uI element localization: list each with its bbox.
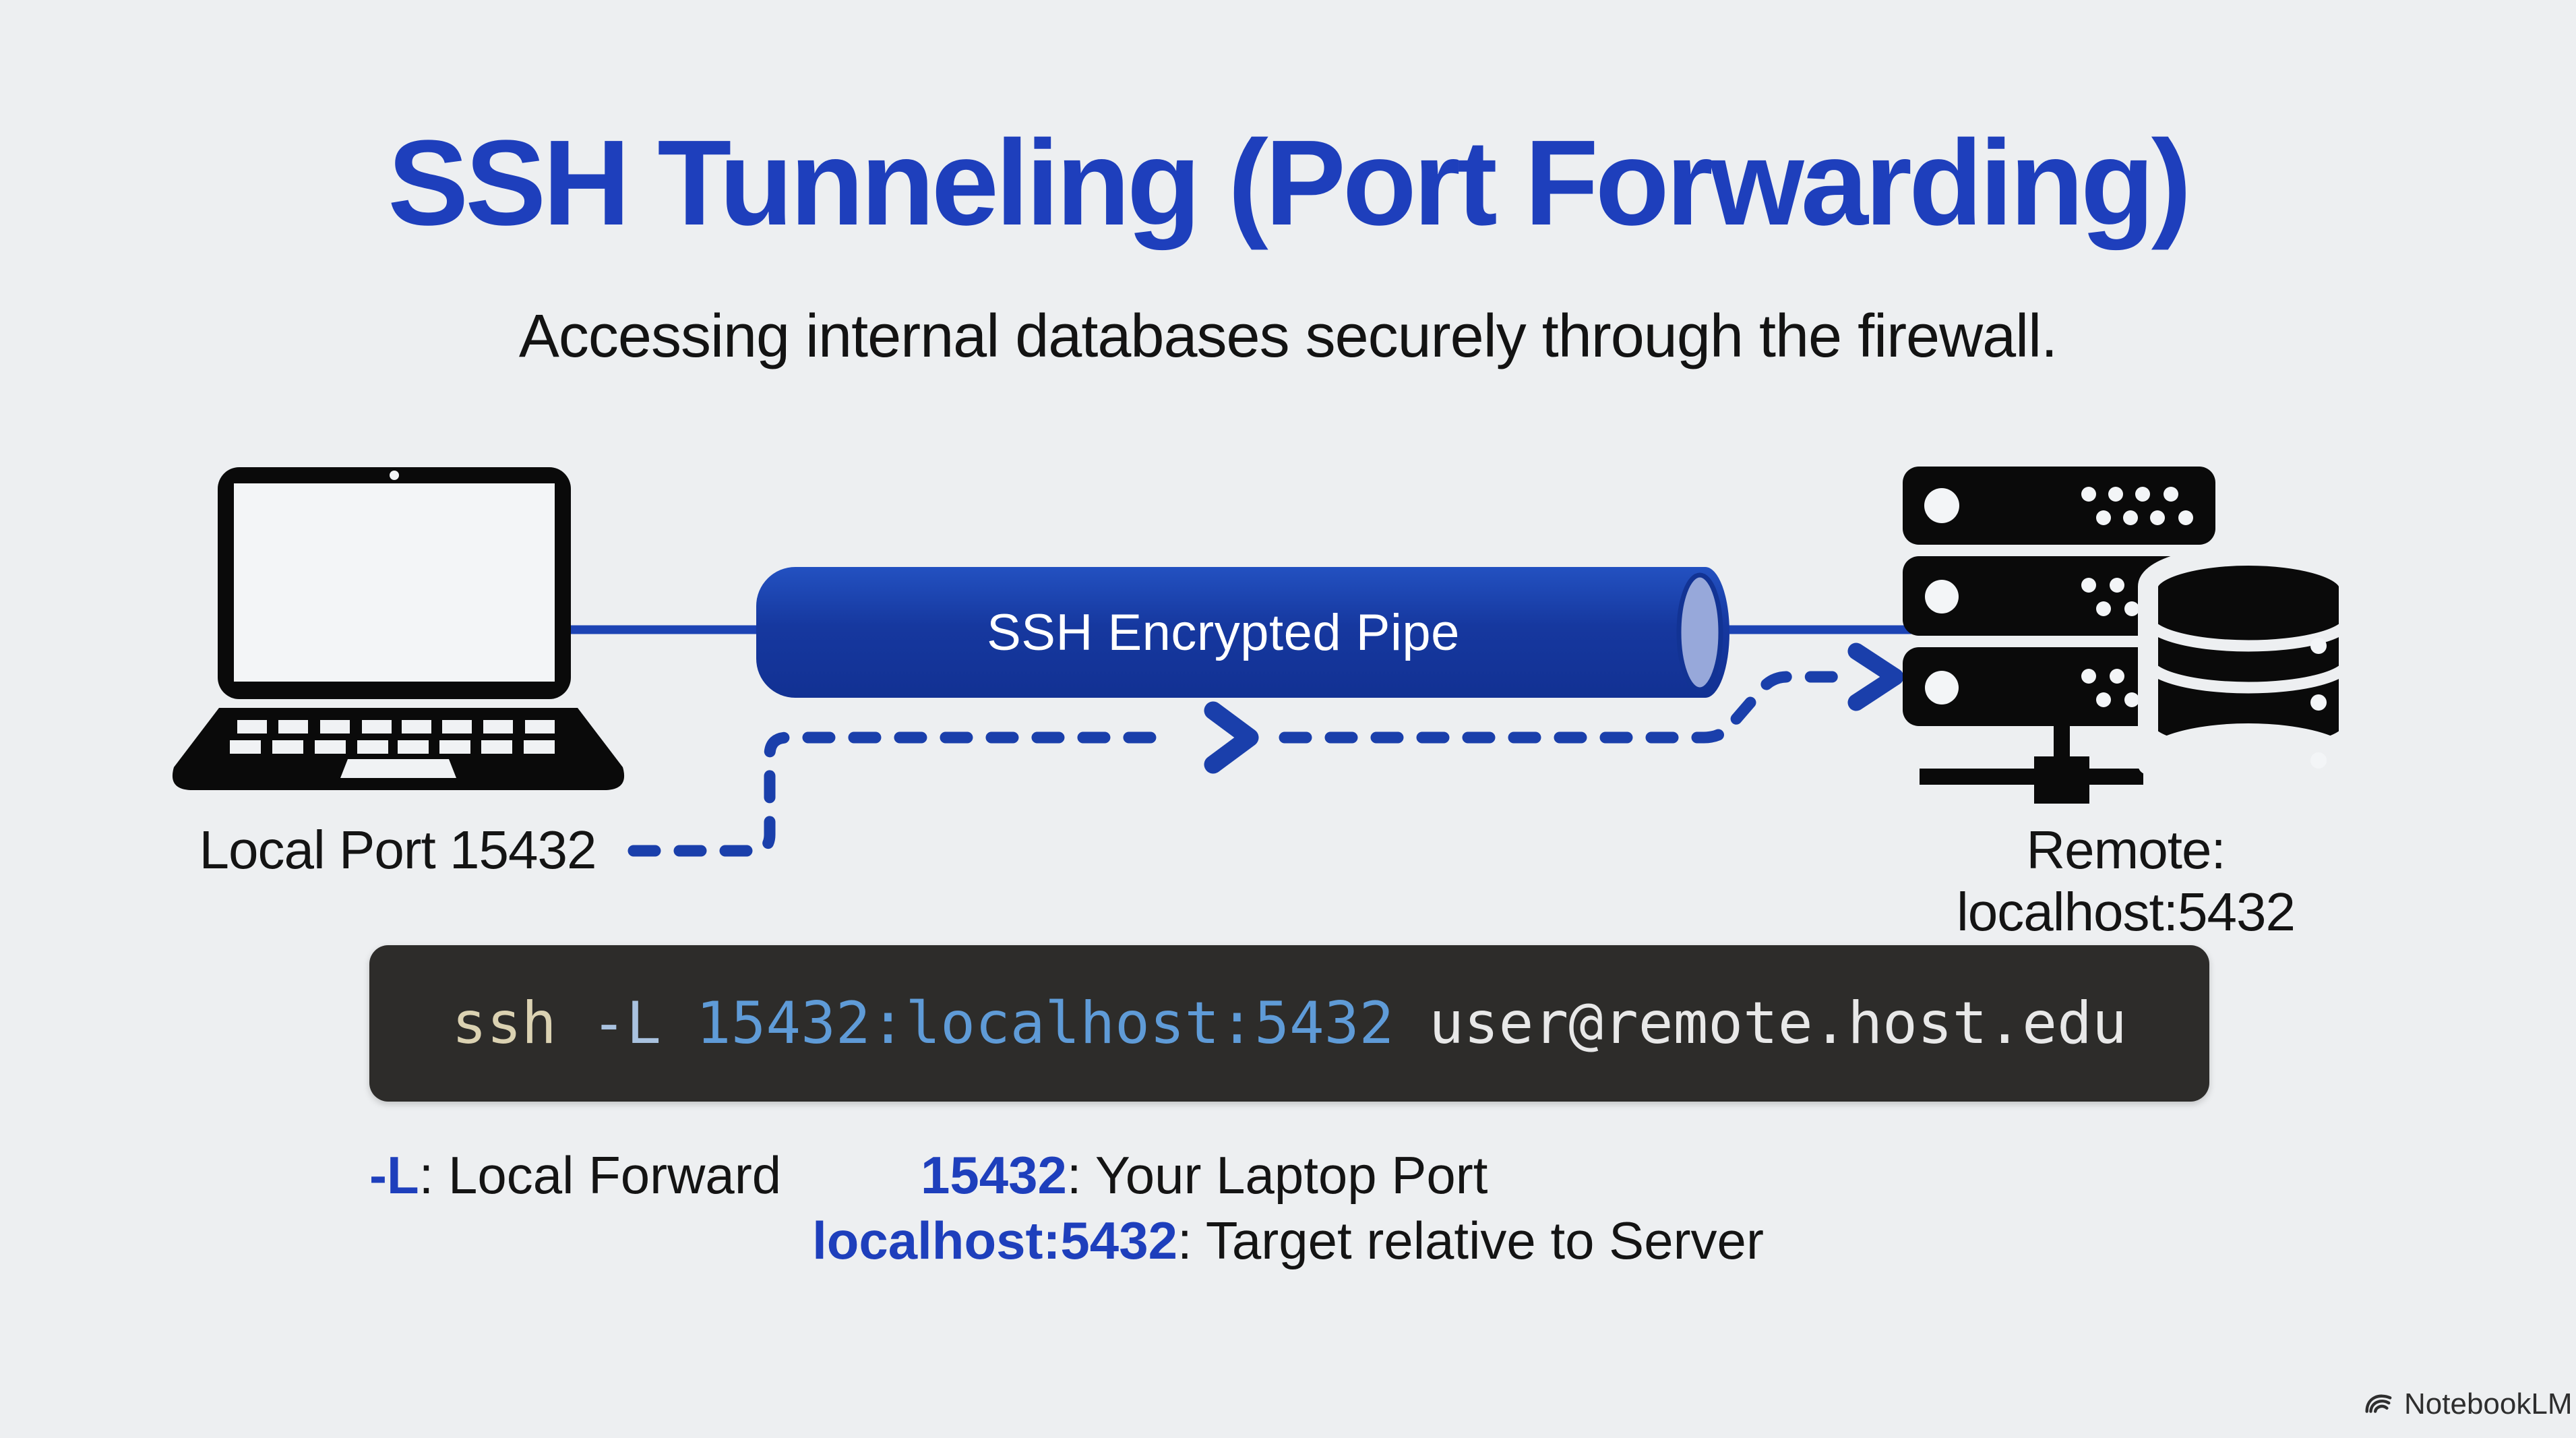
touchpad xyxy=(340,759,456,778)
local-port-label: Local Port 15432 xyxy=(199,820,597,880)
legend-key: localhost:5432 xyxy=(812,1211,1177,1270)
tunnel-dashed-path-end xyxy=(1279,671,1853,744)
keyboard-keys xyxy=(230,720,555,754)
laptop-icon xyxy=(172,467,625,790)
legend-item-laptop-port: 15432: Your Laptop Port xyxy=(921,1145,1488,1206)
legend-item-target: localhost:5432: Target relative to Serve… xyxy=(0,1210,2576,1271)
command-destination: user@remote.host.edu xyxy=(1429,990,2127,1057)
legend-item-local-forward: -L: Local Forward xyxy=(369,1145,781,1206)
pipe-cap xyxy=(1676,572,1723,692)
legend-desc: : Target relative to Server xyxy=(1177,1211,1764,1270)
page-subtitle: Accessing internal databases securely th… xyxy=(518,303,2058,370)
watermark-text: NotebookLM xyxy=(2404,1387,2573,1420)
notebooklm-logo-icon xyxy=(2365,1394,2392,1413)
database-icon xyxy=(2138,545,2359,775)
terminal-command-box: ssh -L 15432:localhost:5432 user@remote.… xyxy=(369,945,2209,1102)
tunnel-dashed-path-start xyxy=(627,731,1180,857)
command-forward-spec: 15432:localhost:5432 xyxy=(696,990,1394,1057)
server-leds xyxy=(1924,487,2193,707)
page-title: SSH Tunneling (Port Forwarding) xyxy=(388,115,2191,251)
ssh-pipe-icon xyxy=(756,567,1729,698)
remote-host-label: Remote: localhost:5432 xyxy=(1957,820,2296,942)
command-ssh: ssh xyxy=(452,990,557,1057)
watermark: NotebookLM xyxy=(2362,1387,2572,1421)
command-flag: -L xyxy=(591,990,662,1057)
server-database-icon xyxy=(1903,467,2359,804)
legend-key: -L xyxy=(369,1145,419,1205)
legend-desc: : Local Forward xyxy=(419,1145,782,1205)
tunnel-mid-arrow-icon xyxy=(1204,701,1259,774)
legend-desc: : Your Laptop Port xyxy=(1066,1145,1488,1205)
pipe-label: SSH Encrypted Pipe xyxy=(987,603,1460,661)
tunnel-end-arrow-icon xyxy=(1847,642,1904,711)
legend-key: 15432 xyxy=(921,1145,1067,1205)
